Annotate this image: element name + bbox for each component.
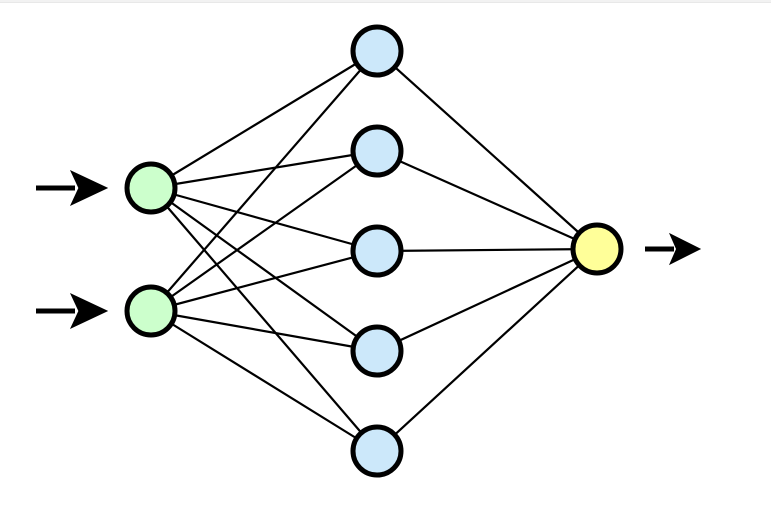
- hidden-node-1[interactable]: [350, 24, 404, 78]
- edge-i2-to-h5: [149, 309, 379, 453]
- edge-i1-to-h1: [149, 49, 379, 190]
- hidden-node-5[interactable]: [350, 424, 404, 478]
- top-border-strip: [0, 0, 771, 3]
- input-node-2[interactable]: [124, 284, 178, 338]
- edge-i1-to-h5: [149, 186, 379, 453]
- nodes-group: [124, 24, 624, 478]
- output-arrow-1-head: [668, 232, 702, 266]
- edges-group: [149, 49, 599, 453]
- edge-i2-to-h3: [149, 249, 379, 313]
- io-arrows-group: [36, 169, 702, 330]
- edge-h2-to-o1: [375, 149, 599, 251]
- edge-h4-to-o1: [375, 247, 599, 353]
- edge-h5-to-o1: [375, 247, 599, 453]
- hidden-node-4[interactable]: [350, 324, 404, 378]
- edge-i2-to-h1: [149, 49, 379, 313]
- output-node-1[interactable]: [570, 222, 624, 276]
- hidden-node-3[interactable]: [350, 224, 404, 278]
- input-node-1[interactable]: [124, 161, 178, 215]
- input-arrow-1-head: [69, 169, 109, 207]
- input-arrow-2-head: [69, 292, 109, 330]
- edge-i1-to-h4: [149, 186, 379, 353]
- edge-i2-to-h2: [149, 149, 379, 313]
- edge-h1-to-o1: [375, 49, 599, 251]
- edge-i1-to-h2: [149, 149, 379, 190]
- hidden-node-2[interactable]: [350, 124, 404, 178]
- edge-i2-to-h4: [149, 309, 379, 353]
- edge-h3-to-o1: [375, 247, 599, 253]
- edge-i1-to-h3: [149, 186, 379, 253]
